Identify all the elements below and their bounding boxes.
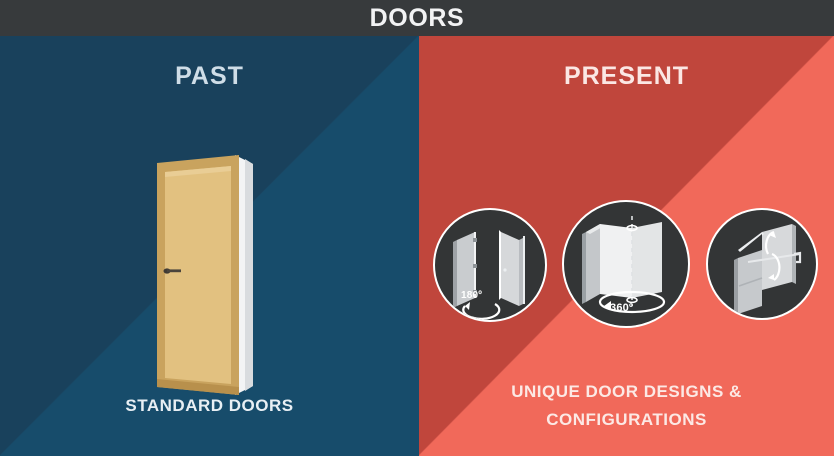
door-360-icon <box>582 216 666 314</box>
right-jamb <box>523 236 525 304</box>
wing-left-edge <box>582 232 586 304</box>
pivot-leaf-edge <box>734 258 738 316</box>
rotation-arrowhead-180 <box>465 302 470 310</box>
rotation-arc-bottom <box>771 252 781 281</box>
wing-front-left <box>600 224 632 298</box>
panel-past: PAST STANDARD DOORS <box>0 36 419 456</box>
standard-door-svg <box>157 155 253 395</box>
degree-label-180: 180º <box>461 290 483 301</box>
era-title-past: PAST <box>175 62 244 90</box>
caption-present-line-1: UNIQUE DOOR DESIGNS & <box>511 382 742 401</box>
page-title: DOORS <box>369 4 465 32</box>
wing-left-side <box>586 224 600 302</box>
caption-present: UNIQUE DOOR DESIGNS & CONFIGURATIONS <box>419 378 834 434</box>
rotation-arc-180 <box>462 303 501 320</box>
degree-label-360: 360º <box>610 302 634 314</box>
rotation-arrowhead-360 <box>604 301 611 310</box>
fixed-leaf-jamb <box>499 230 501 300</box>
caption-past: STANDARD DOORS <box>125 396 294 415</box>
leaf-handle <box>503 268 507 272</box>
door-handle-lever <box>167 269 181 273</box>
circle-door-pivot[interactable] <box>706 208 818 320</box>
rotation-arc-top <box>764 230 775 255</box>
open-leaf-edge <box>453 240 457 308</box>
rotation-arc-360 <box>598 290 666 314</box>
header-bar: DOORS <box>0 0 834 36</box>
caption-present-line-2: CONFIGURATIONS <box>546 410 707 429</box>
wing-front-right <box>632 222 662 298</box>
standard-door-illustration <box>127 141 277 401</box>
top-rail <box>738 232 764 252</box>
hinge-bottom <box>473 290 477 294</box>
fixed-leaf <box>501 232 519 306</box>
pivot-rod <box>747 253 801 263</box>
panel-present: PRESENT <box>419 36 834 456</box>
rotation-arrowhead-bottom <box>768 274 774 280</box>
door-180-icon <box>453 230 525 320</box>
door-panel <box>165 166 231 384</box>
top-lintel <box>586 224 604 234</box>
circle-door-180[interactable]: 180º <box>433 208 547 322</box>
door-edge-shadow <box>245 159 253 391</box>
era-title-present: PRESENT <box>563 62 690 90</box>
hinge-mid <box>473 264 477 268</box>
pivot-hook <box>793 251 802 264</box>
door-frame-bottom <box>157 379 239 395</box>
pivot-bottom-ring <box>626 296 638 304</box>
pivot-top-ring <box>626 224 638 232</box>
pivot-leaf-groove <box>738 277 763 287</box>
rotation-arrowhead-top <box>769 232 776 238</box>
fixed-leaf-edge <box>519 238 523 306</box>
door-panel-highlight <box>165 166 231 177</box>
circle-door-360[interactable]: 360º <box>562 200 690 328</box>
door-pivot-icon <box>734 224 802 316</box>
hinge-top <box>473 238 477 242</box>
open-leaf <box>457 232 475 306</box>
